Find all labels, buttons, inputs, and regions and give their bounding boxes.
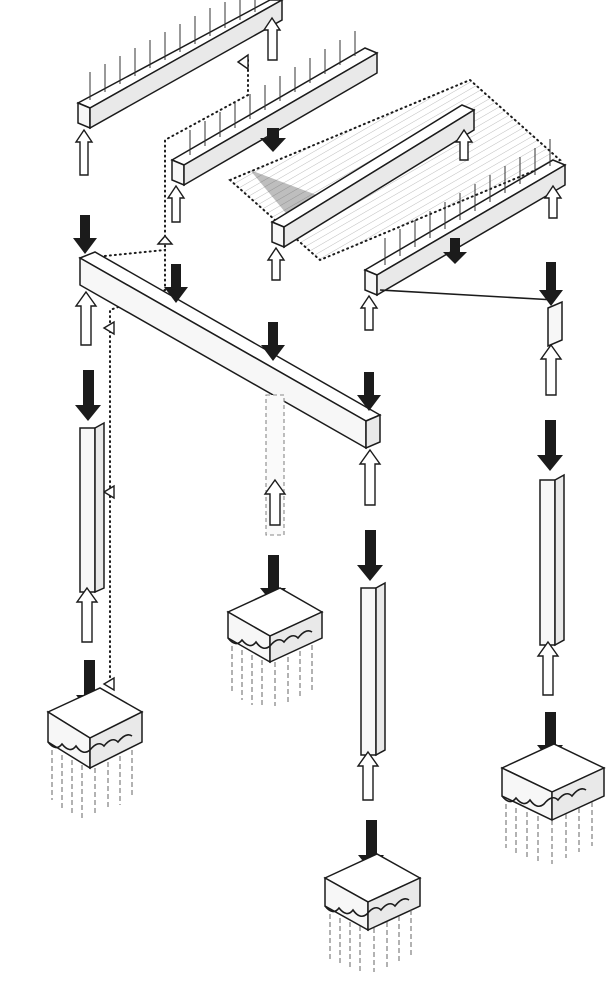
column-middle-reaction-arrow [356,750,380,801]
footing-bottom [323,820,422,972]
girder-load-arrow-center [261,322,285,361]
load-path-line [84,53,249,692]
girder-right-reaction-arrow [539,343,563,396]
joist-1-reaction-arrow [74,128,94,176]
column-right-load-arrow [537,420,563,471]
joist-3 [266,104,476,281]
column-center-reaction-arrow [263,478,287,526]
girder-load-arrow-right [357,372,381,411]
footing-center [226,555,324,708]
girder-load-arrow-mid [164,264,188,303]
joist-3-reaction-arrow-right [454,128,474,161]
girder-load-arrow-left [73,215,97,254]
load-path-marker [156,234,174,245]
girder-reaction-arrow-right [358,448,382,506]
joist-2-load-arrow [260,128,286,152]
girder-right-load-arrow-end [539,262,563,306]
girder-reaction-arrow-left [74,290,98,346]
column-middle [356,530,386,801]
joist-2-reaction-arrow [166,184,186,223]
joist-4 [359,139,567,331]
joist-1-reaction-arrow-right [262,16,282,61]
footing-left [46,660,144,818]
load-path-marker [236,53,249,71]
joist-4-reaction-arrow [359,294,379,331]
girder-right-load-arrow [443,238,467,264]
column-center-ghost [263,394,287,536]
column-left-reaction-arrow [75,586,99,643]
girder-main [73,215,382,506]
load-path-marker [102,484,115,500]
column-left [75,370,105,643]
load-path-marker [102,676,115,692]
column-middle-load-arrow [357,530,383,581]
footing-right [500,712,606,864]
joist-2 [166,31,379,223]
column-right-reaction-arrow [536,640,560,696]
joist-4-reaction-arrow-right [543,184,563,219]
joist-3-reaction-arrow [266,246,286,281]
column-right [536,420,565,696]
load-path-marker [102,320,115,336]
girder-right [379,238,563,396]
joist-1 [74,0,284,176]
column-left-load-arrow [75,370,101,421]
